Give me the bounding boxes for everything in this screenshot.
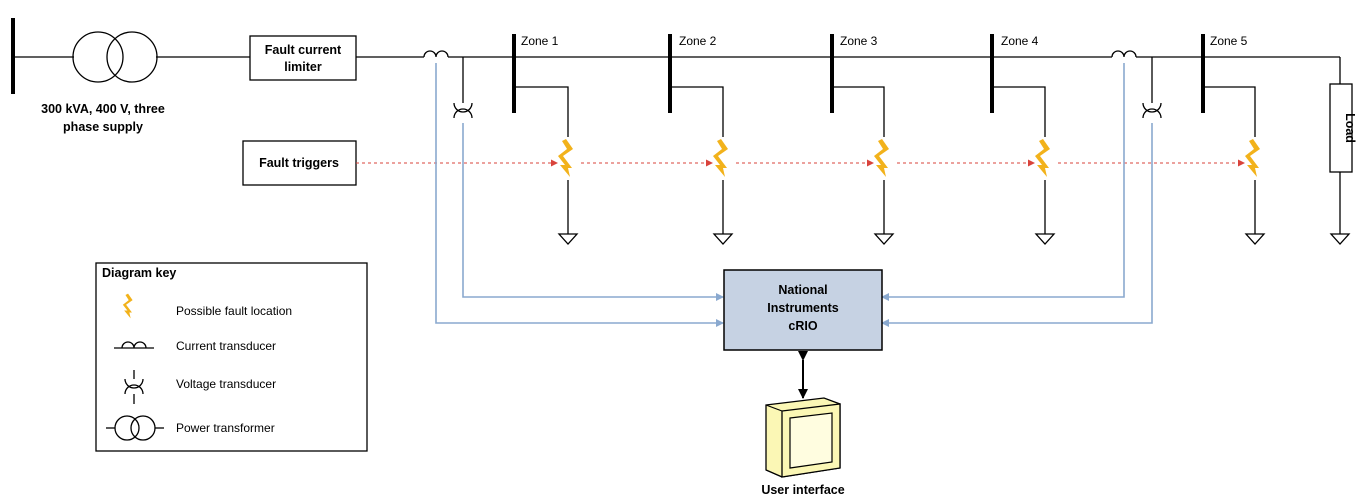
fault-current-limiter-label-line2: limiter xyxy=(284,60,322,74)
legend-label-fault: Possible fault location xyxy=(176,304,292,318)
zone-1: Zone 1 xyxy=(512,34,579,245)
fault-current-limiter-box xyxy=(249,35,357,81)
current-transducer-icon xyxy=(1111,50,1137,58)
monitor-icon xyxy=(765,397,841,478)
controller-box xyxy=(723,269,883,351)
power-transformer-icon xyxy=(106,415,164,441)
user-interface-label: User interface xyxy=(761,483,844,497)
load-box xyxy=(1329,83,1353,173)
current-transducer-icon xyxy=(114,341,154,349)
legend-label-power-transformer: Power transformer xyxy=(176,421,275,435)
zone-2: Zone 2 xyxy=(668,34,734,245)
supply-label-line2: phase supply xyxy=(63,120,143,134)
controller-label-line1: National xyxy=(778,283,827,297)
fault-triggers-box xyxy=(242,140,357,186)
fault-triggers-label: Fault triggers xyxy=(259,156,339,170)
fault-bolt-icon xyxy=(1245,139,1260,177)
zone-3-label: Zone 3 xyxy=(840,34,878,48)
zone-4: Zone 4 xyxy=(990,34,1056,245)
current-transducer-icon xyxy=(423,50,449,58)
legend-label-voltage-transducer: Voltage transducer xyxy=(176,377,276,391)
zone-5: Zone 5 xyxy=(1201,34,1266,245)
measurement-signal-lines xyxy=(435,63,1153,327)
voltage-transducer-icon xyxy=(124,370,144,404)
fault-bolt-icon xyxy=(558,139,573,177)
zone-5-label: Zone 5 xyxy=(1210,34,1248,48)
zone-4-label: Zone 4 xyxy=(1001,34,1039,48)
zone-1-label: Zone 1 xyxy=(521,34,559,48)
fault-bolt-icon xyxy=(1035,139,1050,177)
fault-bolt-icon xyxy=(713,139,728,177)
voltage-transducer-icon xyxy=(453,57,473,119)
fault-bolt-icon xyxy=(874,139,889,177)
load: Load xyxy=(1329,57,1357,245)
controller-label-line3: cRIO xyxy=(788,319,817,333)
controller-label-line2: Instruments xyxy=(767,301,839,315)
legend-label-current-transducer: Current transducer xyxy=(176,339,276,353)
diagram-key: Diagram key Possible fault location Curr… xyxy=(95,262,368,452)
supply-label-line1: 300 kVA, 400 V, three xyxy=(41,102,165,116)
load-label: Load xyxy=(1343,113,1357,143)
fault-current-limiter-label-line1: Fault current xyxy=(265,43,342,57)
zone-2-label: Zone 2 xyxy=(679,34,717,48)
power-transformer-icon xyxy=(72,31,158,83)
voltage-transducer-icon xyxy=(1142,57,1162,119)
zone-3: Zone 3 xyxy=(830,34,895,245)
diagram-key-box xyxy=(95,262,368,452)
diagram-key-title: Diagram key xyxy=(102,266,176,280)
